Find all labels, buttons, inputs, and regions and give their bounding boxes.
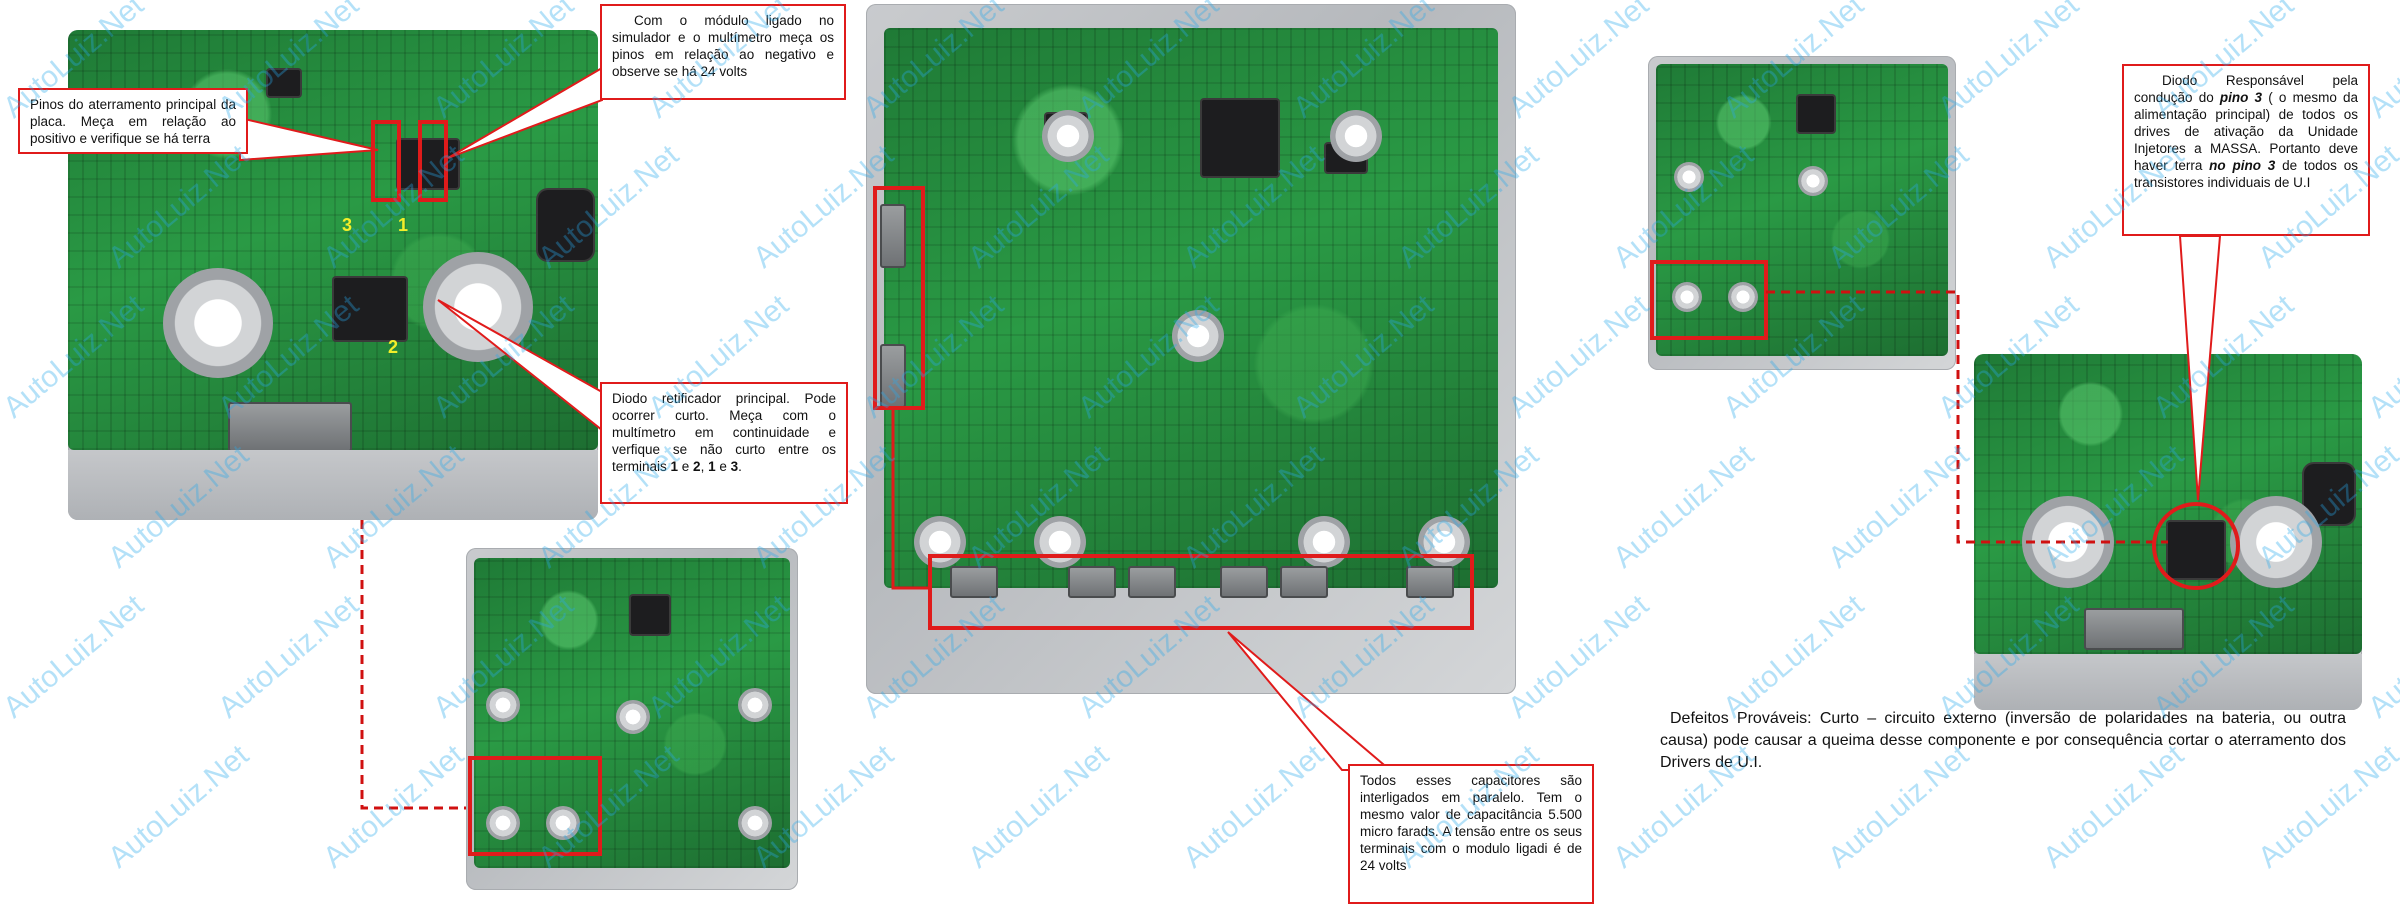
capacitor-connector	[1406, 566, 1454, 598]
callout-text: ,	[700, 459, 709, 474]
terminal-number: 1	[670, 459, 679, 474]
mounting-hole	[546, 806, 580, 840]
mounting-hole	[2230, 496, 2322, 588]
callout-pointer	[437, 299, 603, 433]
rectifier-diode	[334, 278, 406, 340]
microcontroller-chip	[1202, 100, 1278, 176]
mounting-hole	[1298, 516, 1350, 568]
mounting-hole	[738, 806, 772, 840]
highlight-box-ground-pin	[371, 120, 401, 202]
emphasis-pin3: no pino 3	[2209, 158, 2276, 173]
capacitor-connector	[1220, 566, 1268, 598]
pcb-board	[884, 28, 1498, 588]
pin-label-1: 1	[398, 215, 409, 235]
emphasis-pin3: pino 3	[2219, 90, 2263, 105]
callout-pointer	[1227, 631, 1393, 771]
mounting-hole	[738, 688, 772, 722]
capacitor-connector	[1128, 566, 1176, 598]
aluminum-base	[68, 450, 598, 520]
callout-text: Todos esses capacitores são interligados…	[1360, 773, 1582, 873]
mounting-hole	[1674, 162, 1704, 192]
mounting-hole	[2022, 496, 2114, 588]
callout-pointer	[2178, 235, 2222, 501]
highlight-box-ground-pin	[418, 120, 448, 202]
dashed-connector-line	[360, 520, 466, 810]
highlight-circle-diode	[2152, 502, 2240, 590]
photo-board-overview-right	[1648, 56, 1956, 370]
ic-chip	[1798, 96, 1834, 132]
connector	[2084, 608, 2184, 650]
terminal-number: 1	[708, 459, 716, 474]
photo-diode-closeup	[1974, 354, 2362, 710]
mounting-hole	[486, 806, 520, 840]
mounting-hole	[1172, 310, 1224, 362]
photo-board-main	[866, 4, 1516, 694]
callout-module-24v: Com o módulo ligado no simulador e o mul…	[600, 4, 846, 100]
highlight-box-capacitors	[928, 554, 1474, 630]
callout-text: de todos os transistores individuais de …	[2134, 158, 2358, 190]
callout-text: ( o mesmo da alimentação principal) de t…	[2134, 90, 2359, 173]
photo-board-overview-small	[466, 548, 798, 890]
mounting-hole	[1042, 110, 1094, 162]
pin-label-2: 2	[388, 337, 399, 357]
dashed-connector-line	[1766, 290, 2168, 544]
highlight-box-region	[468, 756, 602, 856]
capacitor-connector	[1068, 566, 1116, 598]
callout-capacitors: Todos esses capacitores são interligados…	[1348, 764, 1594, 904]
mounting-hole	[914, 516, 966, 568]
capacitor-connector	[950, 566, 998, 598]
mounting-hole	[1418, 516, 1470, 568]
highlight-outline	[891, 410, 930, 590]
highlight-box-region	[1650, 260, 1768, 340]
mounting-hole	[486, 688, 520, 722]
capacitor-connector	[1280, 566, 1328, 598]
aluminum-base	[1974, 654, 2362, 710]
mounting-hole	[616, 700, 650, 734]
mounting-hole	[1798, 166, 1828, 196]
defects-paragraph: Defeitos Prováveis: Curto – circuito ext…	[1660, 710, 2346, 771]
mounting-hole	[1672, 282, 1702, 312]
highlight-box-side-connectors	[873, 186, 925, 410]
callout-text: Pinos do aterramento principal da placa.…	[30, 97, 236, 146]
driver-diode	[2168, 522, 2224, 578]
connector	[228, 402, 352, 452]
callout-text: Diodo retificador principal. Pode ocorre…	[612, 391, 836, 474]
callout-text: e	[715, 459, 731, 474]
inductor	[538, 190, 593, 260]
mounting-hole	[1034, 516, 1086, 568]
mounting-hole	[1330, 110, 1382, 162]
callout-driver-diode: Diodo Responsável pela condução do pino …	[2122, 64, 2370, 236]
callout-text: Diodo Responsável pela condução do	[2134, 73, 2358, 105]
callout-text: .	[738, 459, 742, 474]
ic-chip	[631, 596, 669, 634]
mounting-hole	[163, 268, 273, 378]
callout-text: Com o módulo ligado no simulador e o mul…	[612, 13, 834, 79]
terminal-number: 2	[693, 459, 701, 474]
callout-text: e	[678, 459, 694, 474]
ic-chip	[268, 70, 300, 96]
pin-label-3: 3	[342, 215, 353, 235]
terminal-number: 3	[730, 459, 739, 474]
callout-pointer	[239, 116, 379, 162]
callout-ground-pins: Pinos do aterramento principal da placa.…	[18, 88, 248, 154]
callout-rectifier-diode: Diodo retificador principal. Pode ocorre…	[600, 382, 848, 504]
callout-pointer	[447, 66, 603, 159]
mounting-hole	[1728, 282, 1758, 312]
side-connector	[880, 204, 906, 268]
